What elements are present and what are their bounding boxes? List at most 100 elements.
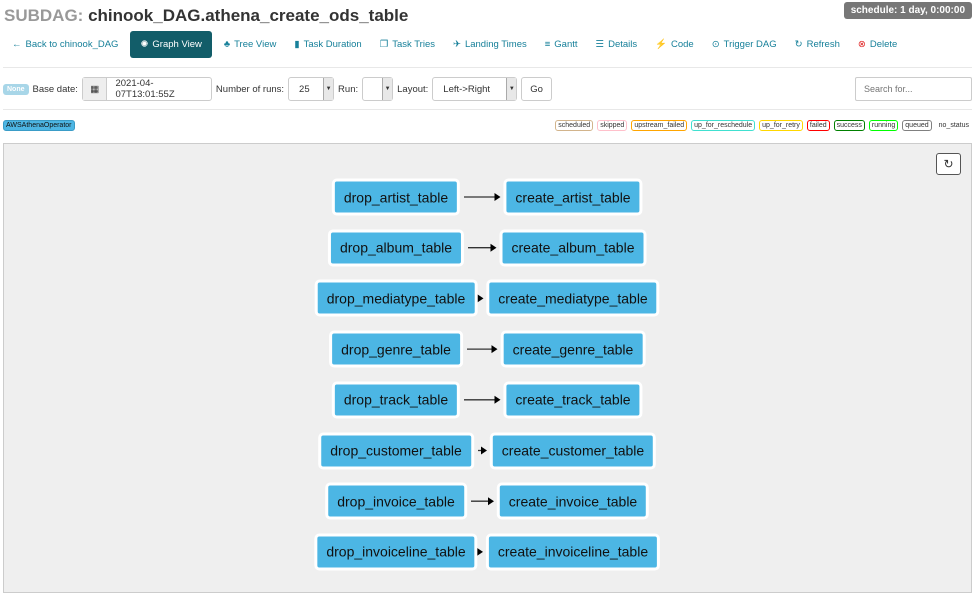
chevron-down-icon: ▼	[323, 78, 334, 100]
nav-label: Task Duration	[303, 39, 362, 50]
bar-chart-icon: ▮	[294, 39, 300, 50]
task-node-drop-album-table[interactable]: drop_album_table	[327, 229, 465, 267]
graph-icon: ✺	[140, 39, 149, 50]
chevron-down-icon: ▼	[506, 78, 517, 100]
arrow-left-icon: ←	[12, 39, 22, 50]
nav-label: Gantt	[554, 39, 578, 50]
dag-id: chinook_DAG.athena_create_ods_table	[88, 6, 409, 25]
task-node-create-invoice-table[interactable]: create_invoice_table	[496, 482, 650, 520]
nav-label: Delete	[869, 39, 898, 50]
dag-nav: ←Back to chinook_DAG✺Graph View♣Tree Vie…	[3, 31, 906, 58]
nav-landing-times[interactable]: ✈Landing Times	[444, 31, 536, 58]
plane-icon: ✈	[452, 39, 461, 50]
layout-value: Left->Right	[443, 83, 491, 95]
task-node-create-customer-table[interactable]: create_customer_table	[489, 432, 657, 469]
task-node-drop-track-table[interactable]: drop_track_table	[331, 381, 461, 419]
divider	[3, 67, 972, 68]
task-node-drop-invoice-table[interactable]: drop_invoice_table	[325, 482, 467, 520]
run-label: Run:	[338, 83, 359, 95]
nav-details[interactable]: ☰Details	[587, 31, 647, 58]
legend-running: running	[868, 120, 899, 131]
subdag-prefix: SUBDAG:	[4, 6, 84, 25]
task-node-create-album-table[interactable]: create_album_table	[499, 229, 647, 267]
play-circle-icon: ⊙	[711, 39, 720, 50]
task-node-create-track-table[interactable]: create_track_table	[503, 381, 643, 419]
gantt-icon: ≡	[544, 39, 551, 50]
arrowhead-icon	[494, 193, 501, 201]
state-badge: None	[3, 83, 29, 95]
divider	[3, 109, 972, 110]
task-node-create-genre-table[interactable]: create_genre_table	[500, 330, 646, 368]
go-button[interactable]: Go	[521, 77, 552, 101]
nav-task-duration[interactable]: ▮Task Duration	[285, 31, 370, 58]
legend-failed: failed	[806, 120, 830, 131]
base-date-value: 2021-04-07T13:01:55Z	[115, 78, 175, 100]
calendar-icon[interactable]: ▦	[82, 78, 108, 100]
duplicate-icon: ❐	[379, 39, 389, 50]
arrowhead-icon	[477, 294, 484, 303]
nav-back-to-chinook-dag[interactable]: ←Back to chinook_DAG	[3, 31, 127, 58]
page-title: SUBDAG: chinook_DAG.athena_create_ods_ta…	[4, 6, 408, 26]
arrowhead-icon	[494, 395, 501, 404]
task-node-create-mediatype-table[interactable]: create_mediatype_table	[486, 279, 660, 317]
legend-skipped: skipped	[597, 120, 628, 131]
schedule-badge: schedule: 1 day, 0:00:00	[843, 2, 972, 19]
nav-label: Tree View	[234, 39, 277, 50]
nav-graph-view[interactable]: ✺Graph View	[130, 31, 212, 58]
chevron-down-icon: ▼	[382, 78, 393, 100]
nav-task-tries[interactable]: ❐Task Tries	[371, 31, 444, 58]
nav-trigger-dag[interactable]: ⊙Trigger DAG	[703, 31, 786, 58]
nav-label: Trigger DAG	[723, 39, 777, 50]
task-node-drop-genre-table[interactable]: drop_genre_table	[329, 330, 463, 368]
arrowhead-icon	[490, 243, 497, 252]
search-input[interactable]	[855, 77, 972, 101]
task-node-drop-invoiceline-table[interactable]: drop_invoiceline_table	[314, 533, 478, 571]
nav-label: Graph View	[152, 39, 202, 50]
nav-label: Back to chinook_DAG	[25, 39, 119, 50]
arrowhead-icon	[491, 345, 498, 354]
task-node-create-invoiceline-table[interactable]: create_invoiceline_table	[485, 533, 661, 571]
base-date-input[interactable]: ▦ 2021-04-07T13:01:55Z	[81, 77, 212, 101]
layout-label: Layout:	[397, 83, 429, 95]
nav-label: Details	[608, 39, 638, 50]
refresh-icon: ↻	[943, 157, 954, 171]
legend-scheduled: scheduled	[555, 120, 594, 131]
num-runs-label: Number of runs:	[215, 83, 285, 95]
legend-queued: queued	[902, 120, 932, 131]
task-node-drop-artist-table[interactable]: drop_artist_table	[331, 178, 461, 216]
nav-label: Refresh	[806, 39, 840, 50]
nav-label: Code	[670, 39, 694, 50]
list-icon: ☰	[595, 39, 605, 50]
legend-no-status: no_status	[935, 120, 972, 131]
legend-success: success	[833, 120, 865, 131]
base-date-label: Base date:	[32, 83, 78, 95]
remove-circle-icon: ⊗	[857, 39, 866, 50]
nav-tree-view[interactable]: ♣Tree View	[215, 31, 285, 58]
nav-label: Task Tries	[392, 39, 435, 50]
task-node-drop-mediatype-table[interactable]: drop_mediatype_table	[314, 279, 478, 317]
num-runs-value: 25	[299, 83, 310, 95]
nav-code[interactable]: ⚡Code	[646, 31, 703, 58]
nav-gantt[interactable]: ≡Gantt	[536, 31, 587, 58]
num-runs-select[interactable]: 25 ▼	[288, 77, 335, 101]
legend-up-for-retry: up_for_retry	[759, 120, 803, 131]
refresh-icon: ↻	[794, 39, 803, 50]
task-node-drop-customer-table[interactable]: drop_customer_table	[318, 432, 474, 469]
graph-edges	[464, 193, 501, 556]
legend-up-for-reschedule: up_for_reschedule	[691, 120, 756, 131]
nav-delete[interactable]: ⊗Delete	[849, 31, 906, 58]
task-node-create-artist-table[interactable]: create_artist_table	[503, 178, 643, 216]
arrowhead-icon	[481, 446, 487, 455]
refresh-graph-button[interactable]: ↻	[936, 153, 961, 175]
tree-icon: ♣	[223, 39, 231, 50]
layout-select[interactable]: Left->Right ▼	[432, 77, 518, 101]
legend-upstream-failed: upstream_failed	[631, 120, 688, 131]
nav-label: Landing Times	[464, 39, 527, 50]
graph-controls: None Base date: ▦ 2021-04-07T13:01:55Z Nu…	[3, 77, 552, 101]
run-select[interactable]: ▼	[362, 77, 394, 101]
arrowhead-icon	[477, 547, 483, 556]
operator-legend: AWSAthenaOperator	[3, 120, 75, 131]
nav-refresh[interactable]: ↻Refresh	[786, 31, 849, 58]
